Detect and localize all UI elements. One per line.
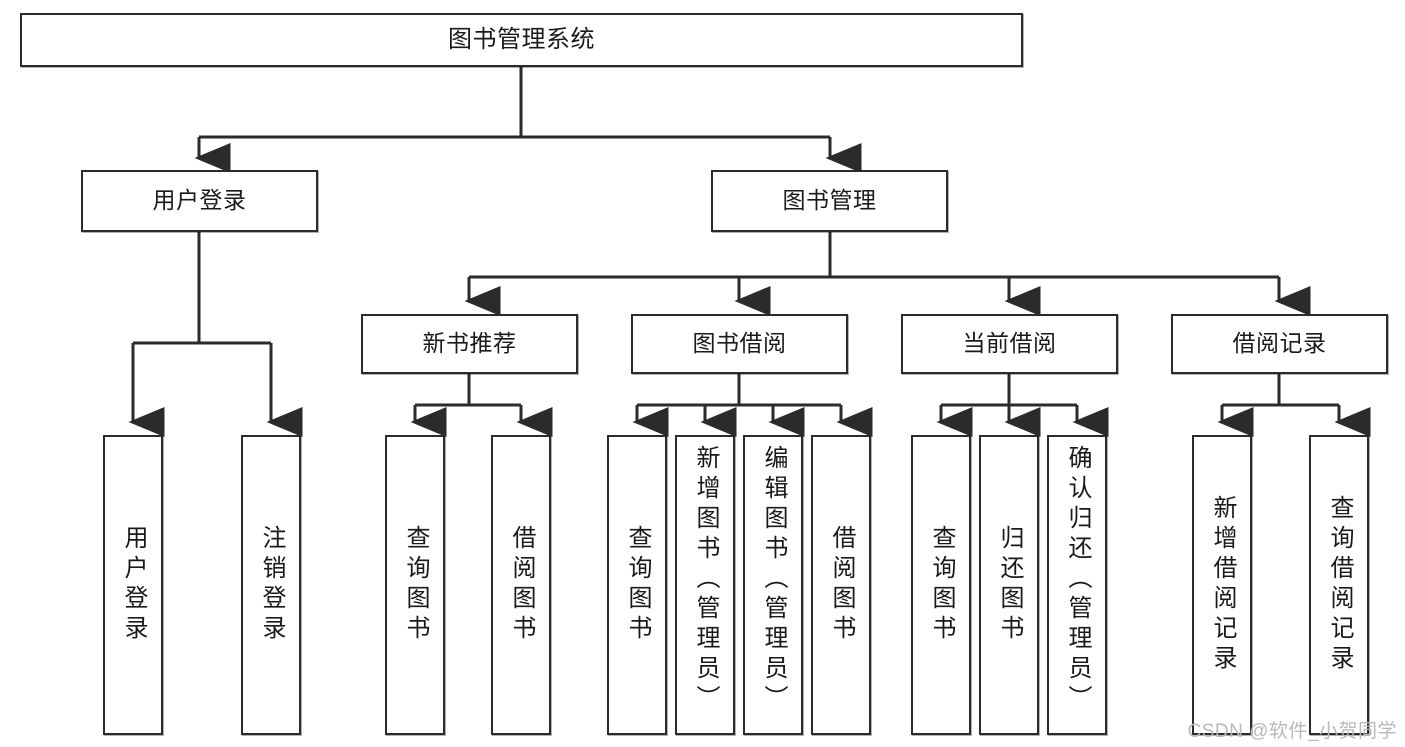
node-current-borrow[interactable]: 当前借阅 xyxy=(901,314,1118,374)
leaf-add-borrow-record[interactable]: 新增借阅记录 xyxy=(1192,435,1252,735)
node-user-login[interactable]: 用户登录 xyxy=(81,170,318,232)
node-label: 确认归还（管理员） xyxy=(1064,445,1091,715)
node-label: 注销登录 xyxy=(258,525,285,645)
leaf-query-book-current[interactable]: 查询图书 xyxy=(911,435,971,735)
node-borrow-record[interactable]: 借阅记录 xyxy=(1171,314,1388,374)
node-root-system[interactable]: 图书管理系统 xyxy=(20,13,1023,67)
node-label: 当前借阅 xyxy=(962,330,1057,357)
node-label: 新增图书（管理员） xyxy=(692,445,719,715)
node-label: 图书借阅 xyxy=(692,330,787,357)
node-label: 查询图书 xyxy=(928,525,955,645)
leaf-query-book-recommend[interactable]: 查询图书 xyxy=(385,435,445,735)
node-label: 借阅记录 xyxy=(1232,330,1327,357)
node-label: 用户登录 xyxy=(120,525,147,645)
leaf-borrow-book-recommend[interactable]: 借阅图书 xyxy=(491,435,551,735)
node-label: 借阅图书 xyxy=(508,525,535,645)
leaf-query-book-borrow[interactable]: 查询图书 xyxy=(607,435,667,735)
node-book-borrow[interactable]: 图书借阅 xyxy=(631,314,848,374)
node-label: 图书管理 xyxy=(782,187,877,214)
node-new-book-recommend[interactable]: 新书推荐 xyxy=(361,314,578,374)
leaf-confirm-return-admin[interactable]: 确认归还（管理员） xyxy=(1047,435,1107,735)
leaf-logout-login[interactable]: 注销登录 xyxy=(241,435,301,735)
node-label: 新增借阅记录 xyxy=(1209,495,1236,675)
node-label: 查询借阅记录 xyxy=(1326,495,1353,675)
leaf-return-book[interactable]: 归还图书 xyxy=(979,435,1039,735)
leaf-edit-book-admin[interactable]: 编辑图书（管理员） xyxy=(743,435,803,735)
node-label: 编辑图书（管理员） xyxy=(760,445,787,715)
node-book-manage[interactable]: 图书管理 xyxy=(711,170,948,232)
node-label: 用户登录 xyxy=(152,187,247,214)
node-label: 归还图书 xyxy=(996,525,1023,645)
leaf-user-login[interactable]: 用户登录 xyxy=(103,435,163,735)
node-label: 新书推荐 xyxy=(422,330,517,357)
node-label: 查询图书 xyxy=(402,525,429,645)
leaf-borrow-book-borrow[interactable]: 借阅图书 xyxy=(811,435,871,735)
node-label: 借阅图书 xyxy=(828,525,855,645)
csdn-watermark: CSDN @软件_小贺同学 xyxy=(1187,721,1397,742)
node-label: 查询图书 xyxy=(624,525,651,645)
node-label: 图书管理系统 xyxy=(448,25,595,53)
leaf-query-borrow-record[interactable]: 查询借阅记录 xyxy=(1309,435,1369,735)
leaf-add-book-admin[interactable]: 新增图书（管理员） xyxy=(675,435,735,735)
